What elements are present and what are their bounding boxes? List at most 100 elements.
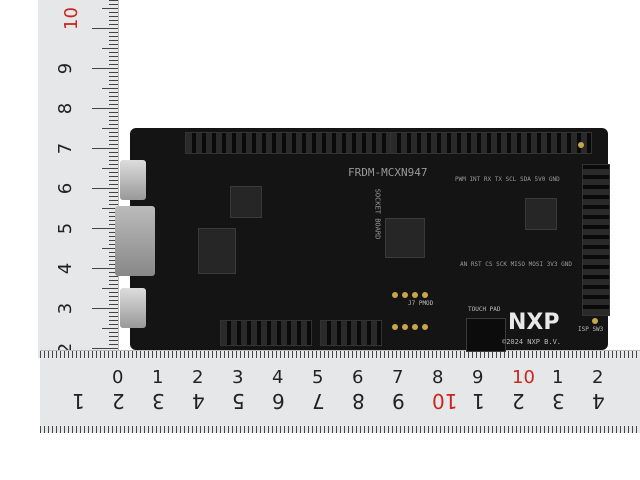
ruler-tick xyxy=(109,340,118,341)
ruler-tick xyxy=(84,426,85,433)
ruler-tick xyxy=(109,0,118,1)
ruler-tick xyxy=(596,426,597,433)
ruler-tick xyxy=(360,351,361,358)
ruler-tick xyxy=(472,351,473,358)
ruler-tick xyxy=(109,324,118,325)
ruler-tick xyxy=(109,256,118,257)
ruler-tick xyxy=(380,351,381,358)
ruler-label: 10 xyxy=(432,389,458,413)
ruler-tick xyxy=(109,76,118,77)
ruler-tick xyxy=(164,426,165,433)
ruler-tick xyxy=(64,426,65,433)
ruler-tick xyxy=(320,426,321,433)
ruler-tick xyxy=(140,351,141,358)
ruler-tick xyxy=(160,426,161,433)
right-header xyxy=(582,164,610,316)
ruler-tick xyxy=(109,300,118,301)
ruler-tick xyxy=(109,52,118,53)
ruler-tick xyxy=(316,426,317,433)
ruler-tick xyxy=(80,426,81,433)
ruler-tick xyxy=(180,351,181,358)
ruler-tick xyxy=(348,426,349,433)
ruler-tick xyxy=(220,426,221,433)
ruler-tick xyxy=(428,426,429,433)
ruler-tick xyxy=(364,351,365,358)
ruler-tick xyxy=(109,136,118,137)
ruler-label: 5 xyxy=(55,222,77,235)
ruler-tick xyxy=(164,351,165,358)
ruler-tick xyxy=(268,426,269,433)
ruler-tick xyxy=(108,426,109,433)
ruler-tick xyxy=(148,351,149,358)
ruler-tick xyxy=(540,351,541,358)
ruler-tick xyxy=(109,304,118,305)
ruler-tick xyxy=(224,351,225,358)
ruler-tick xyxy=(192,426,193,433)
ruler-tick xyxy=(616,426,617,433)
ruler-tick xyxy=(109,216,118,217)
ruler-tick xyxy=(72,426,73,433)
ruler-tick xyxy=(109,72,118,73)
ruler-tick xyxy=(300,426,301,433)
ruler-tick xyxy=(304,426,305,433)
ruler-tick xyxy=(480,426,481,433)
ruler-tick xyxy=(68,426,69,433)
ruler-tick xyxy=(109,32,118,33)
ethernet-port xyxy=(115,206,155,276)
ruler-tick xyxy=(308,426,309,433)
ruler-label: 8 xyxy=(352,389,365,413)
ruler-tick xyxy=(504,426,505,433)
ruler-tick xyxy=(109,280,118,281)
ruler-tick xyxy=(100,426,101,433)
ruler-tick xyxy=(112,351,113,358)
ruler-tick xyxy=(248,426,249,433)
ruler-tick xyxy=(92,351,93,358)
ruler-tick xyxy=(92,426,93,433)
ruler-label: 2 xyxy=(512,389,525,413)
bottom-header-2 xyxy=(320,320,382,346)
ruler-tick xyxy=(216,426,217,433)
ruler-tick xyxy=(468,351,469,358)
ruler-tick xyxy=(44,351,45,358)
ruler-tick xyxy=(376,426,377,433)
ruler-tick xyxy=(452,351,453,358)
ruler-tick xyxy=(109,284,118,285)
ruler-tick xyxy=(568,426,569,433)
isp-label: ISP SW3 xyxy=(578,326,604,333)
ruler-tick xyxy=(412,426,413,433)
ruler-tick xyxy=(244,351,245,358)
ruler-label: 4 xyxy=(592,389,605,413)
ruler-tick xyxy=(556,426,557,433)
ruler-tick xyxy=(512,351,513,358)
ruler-tick xyxy=(232,426,233,433)
ruler-tick xyxy=(92,148,118,149)
ruler-tick xyxy=(496,351,497,358)
ruler-tick xyxy=(109,260,118,261)
ruler-tick xyxy=(109,12,118,13)
ruler-tick xyxy=(580,426,581,433)
ruler-label: 5 xyxy=(232,389,245,413)
ruler-tick xyxy=(492,426,493,433)
ruler-tick xyxy=(188,426,189,433)
ruler-tick xyxy=(109,200,118,201)
ruler-tick xyxy=(280,351,281,358)
ruler-tick xyxy=(92,68,118,69)
ruler-tick xyxy=(388,351,389,358)
ruler-tick xyxy=(184,426,185,433)
ruler-tick xyxy=(372,351,373,358)
ruler-tick xyxy=(384,351,385,358)
ruler-tick xyxy=(580,351,581,358)
ruler-tick xyxy=(424,426,425,433)
ruler-tick xyxy=(276,351,277,358)
ruler-tick xyxy=(276,426,277,433)
ruler-tick xyxy=(109,4,118,5)
ruler-tick xyxy=(124,426,125,433)
ruler-label: 9 xyxy=(392,389,405,413)
ruler-tick xyxy=(496,426,497,433)
ruler-tick xyxy=(109,96,118,97)
ruler-tick xyxy=(109,240,118,241)
ruler-tick xyxy=(128,351,129,358)
ruler-tick xyxy=(172,351,173,358)
ruler-tick xyxy=(516,351,517,358)
ruler-tick xyxy=(109,344,118,345)
